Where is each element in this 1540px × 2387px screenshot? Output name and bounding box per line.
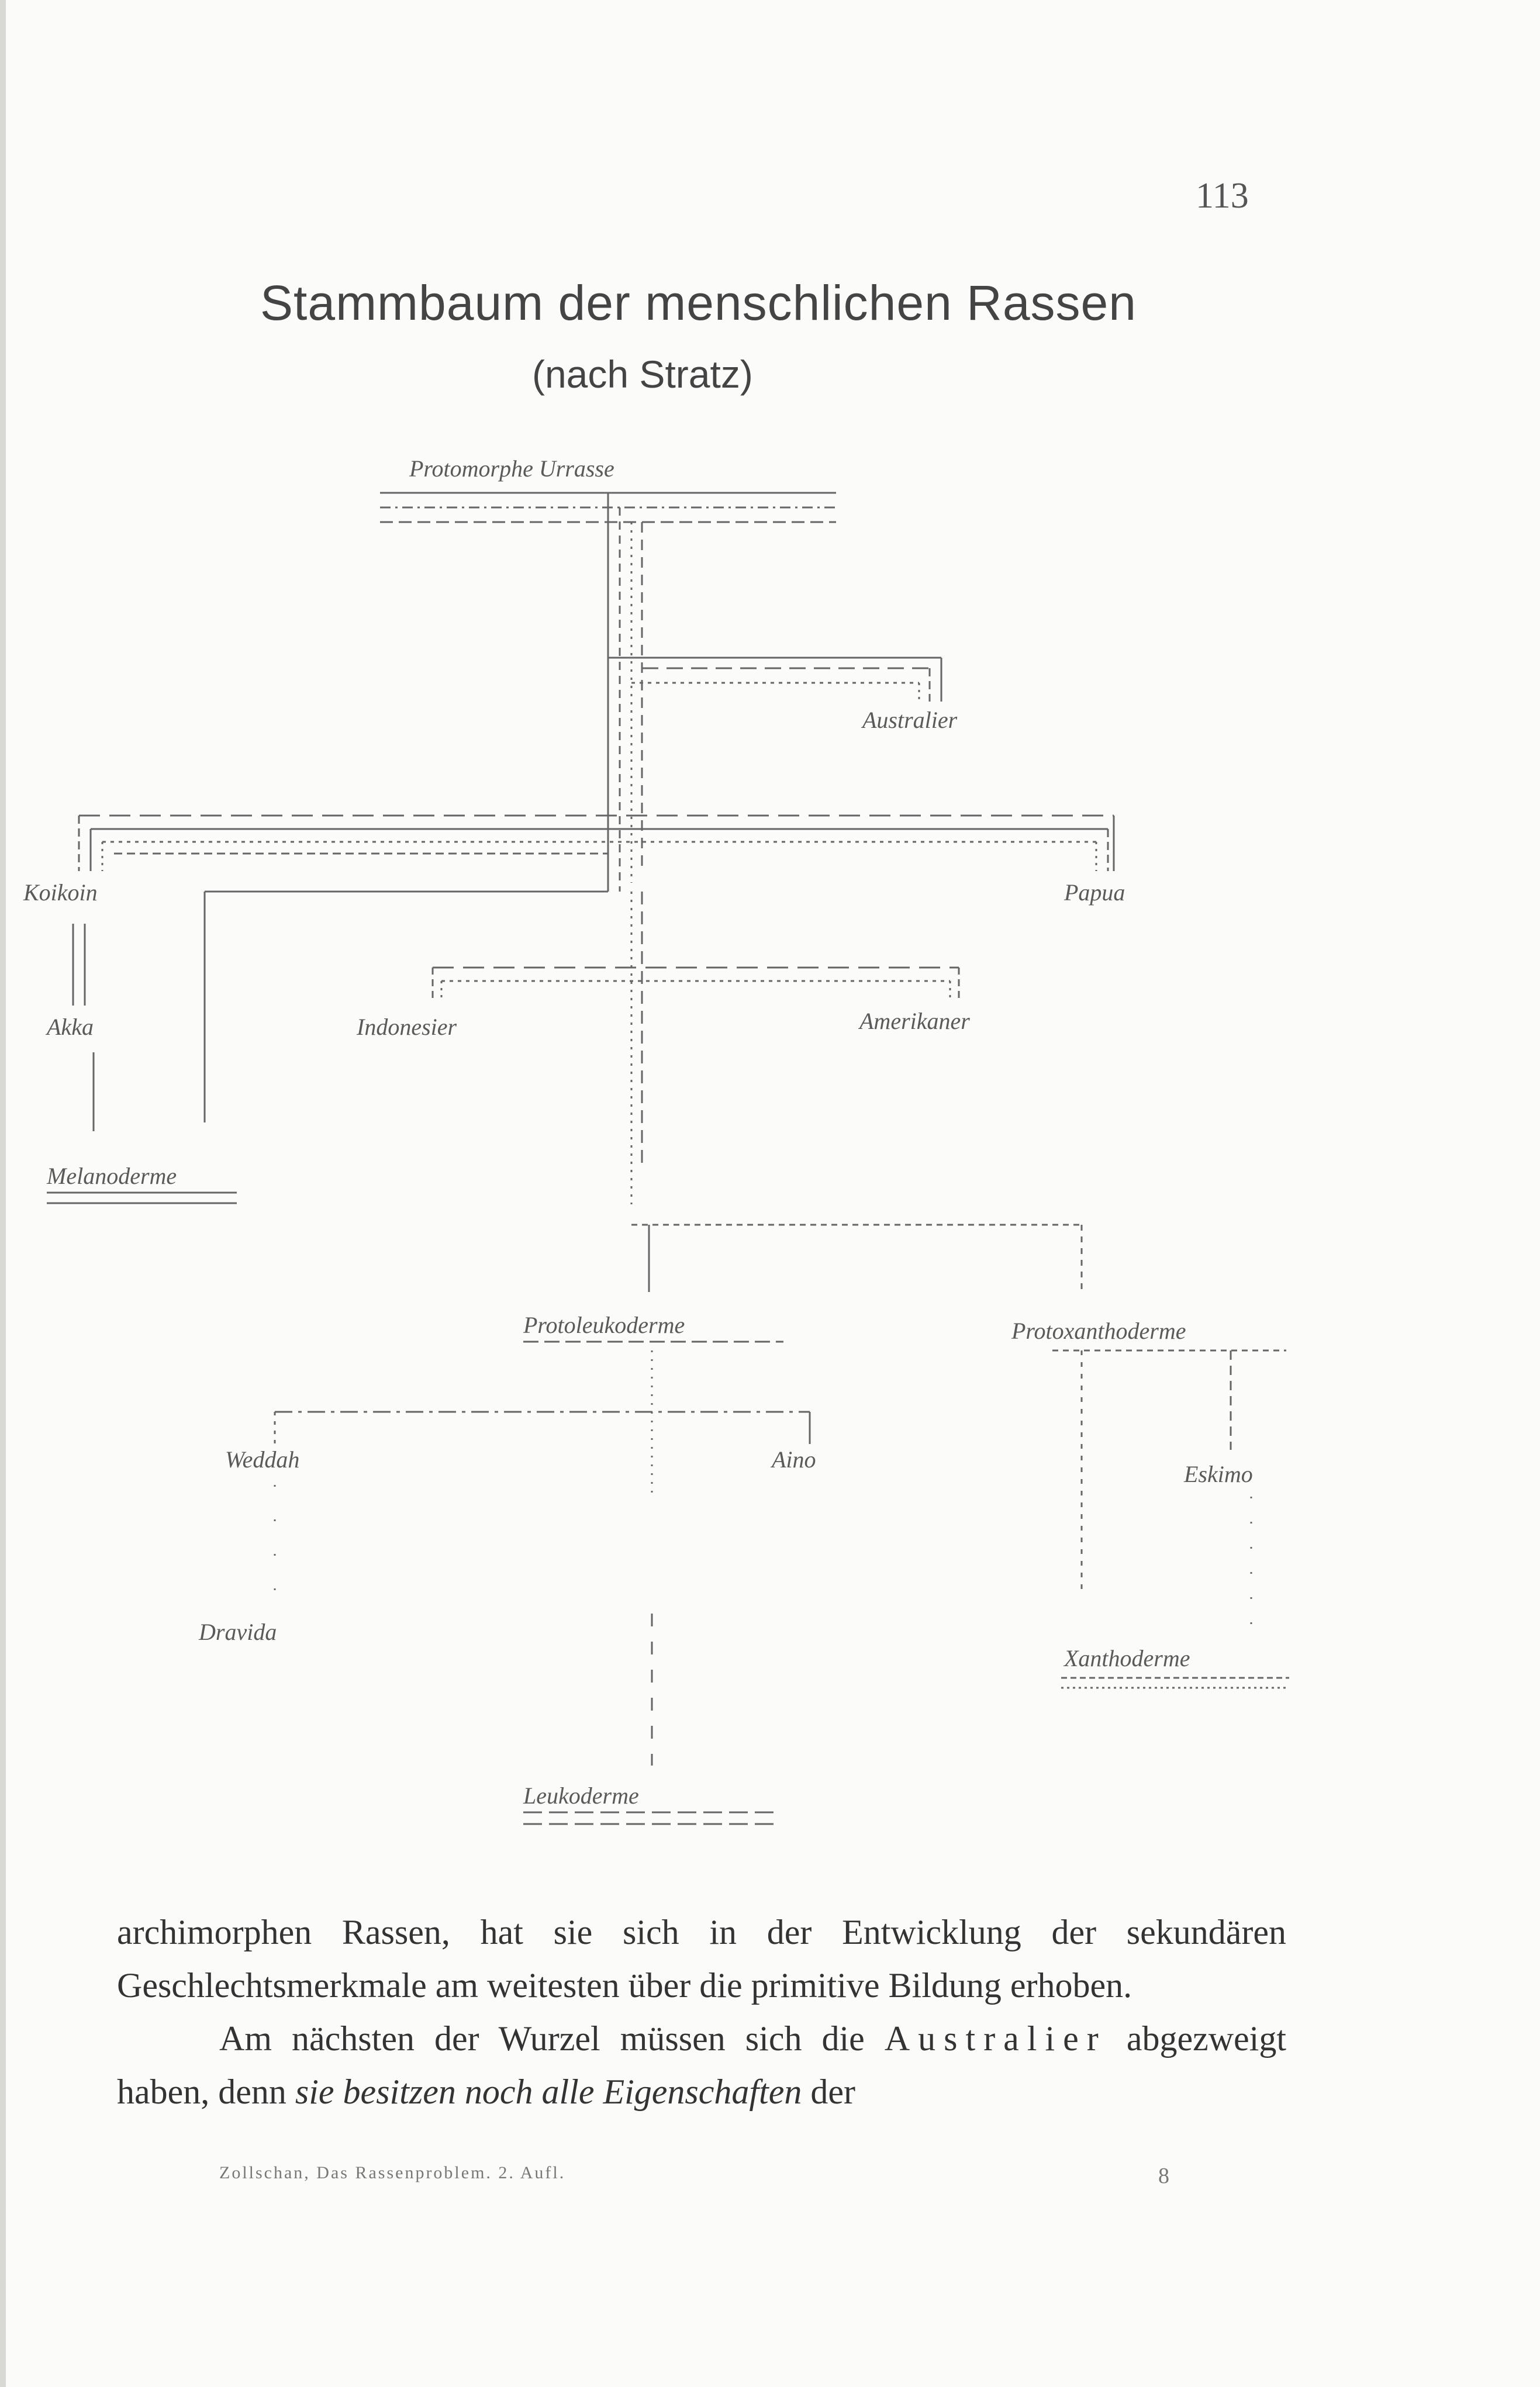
page-footer: Zollschan, Das Rassenproblem. 2. Aufl. 8 [219,2163,1169,2188]
node-australier: Australier [861,707,958,733]
node-xanthoderme: Xanthoderme [1063,1645,1190,1671]
footer-running-text: Zollschan, Das Rassenproblem. 2. Aufl. [219,2163,566,2182]
node-protoleukoderme: Protoleukoderme [523,1312,685,1338]
node-weddah: Weddah [225,1446,299,1473]
race-family-tree: Protomorphe Urrasse Australier Koikoin P… [23,455,1289,1825]
node-eskimo: Eskimo [1183,1461,1253,1487]
body-text: archimorphen Rassen, hat sie sich in der… [117,1906,1286,2119]
p2-mid: abgezweigt haben, denn [117,2019,1287,2111]
node-dravida: Dravida [198,1619,277,1645]
page-edge [0,0,6,2387]
page-number: 113 [1196,176,1249,216]
p2-end: der [810,2072,855,2111]
page-subtitle: (nach Stratz) [532,353,753,396]
page-title: Stammbaum der menschlichen Rassen [260,275,1137,330]
node-koikoin: Koikoin [23,879,98,906]
node-papua: Papua [1064,879,1125,906]
node-melanoderme: Melanoderme [46,1163,177,1189]
node-protomorphe-urrasse: Protomorphe Urrasse [409,455,614,482]
node-akka: Akka [45,1014,94,1040]
node-amerikaner: Amerikaner [858,1008,970,1034]
paragraph-2: Am nächsten der Wurzel müssen sich die A… [117,2012,1286,2119]
node-indonesier: Indonesier [356,1014,457,1040]
footer-signature-mark: 8 [1158,2164,1169,2188]
p2-spaced-word: Australier [884,2019,1107,2058]
node-aino: Aino [770,1446,816,1473]
p2-start: Am nächsten der Wurzel müssen sich die [219,2019,865,2058]
node-protoxanthoderme: Protoxanthoderme [1011,1318,1186,1344]
node-leukoderme: Leukoderme [523,1783,639,1809]
p2-italic: sie besitzen noch alle Eigenschaften [295,2072,802,2111]
paragraph-1: archimorphen Rassen, hat sie sich in der… [117,1913,1286,2005]
